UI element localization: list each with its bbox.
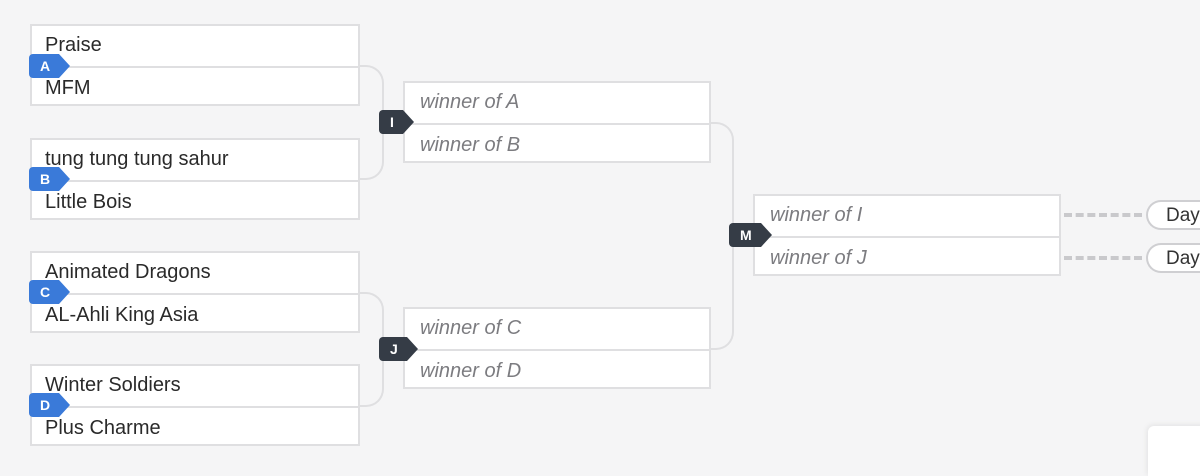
dashed-link-2 — [1064, 256, 1142, 260]
match-A-team2[interactable]: MFM — [45, 77, 91, 99]
day-pill-1[interactable]: Day — [1146, 200, 1200, 230]
match-I[interactable]: winner of A winner of B — [403, 81, 711, 163]
dashed-link-1 — [1064, 213, 1142, 217]
match-C-team1[interactable]: Animated Dragons — [32, 253, 358, 295]
match-A-badge: A — [29, 54, 71, 78]
match-J-badge: J — [379, 337, 418, 361]
match-M-badge: M — [729, 223, 772, 247]
match-M[interactable]: winner of I winner of J — [753, 194, 1061, 276]
match-I-team2[interactable]: winner of B — [420, 134, 521, 156]
match-J-team2[interactable]: winner of D — [420, 360, 522, 382]
match-B-badge: B — [29, 167, 71, 191]
match-M-team2[interactable]: winner of J — [770, 247, 867, 269]
match-J[interactable]: winner of C winner of D — [403, 307, 711, 389]
match-I-team1[interactable]: winner of A — [405, 83, 709, 125]
match-A[interactable]: Praise MFM — [30, 24, 360, 106]
match-B-team2[interactable]: Little Bois — [45, 191, 132, 213]
match-D[interactable]: Winter Soldiers Plus Charme — [30, 364, 360, 446]
match-B[interactable]: tung tung tung sahur Little Bois — [30, 138, 360, 220]
match-C[interactable]: Animated Dragons AL-Ahli King Asia — [30, 251, 360, 333]
match-C-team2[interactable]: AL-Ahli King Asia — [45, 304, 199, 326]
corner-panel — [1148, 426, 1200, 476]
match-A-team1[interactable]: Praise — [32, 26, 358, 68]
match-M-team1[interactable]: winner of I — [755, 196, 1059, 238]
match-D-badge: D — [29, 393, 71, 417]
match-J-team1[interactable]: winner of C — [405, 309, 709, 351]
day-pill-2[interactable]: Day — [1146, 243, 1200, 273]
match-B-team1[interactable]: tung tung tung sahur — [32, 140, 358, 182]
match-D-team1[interactable]: Winter Soldiers — [32, 366, 358, 408]
match-D-team2[interactable]: Plus Charme — [45, 417, 161, 439]
match-I-badge: I — [379, 110, 414, 134]
match-C-badge: C — [29, 280, 71, 304]
